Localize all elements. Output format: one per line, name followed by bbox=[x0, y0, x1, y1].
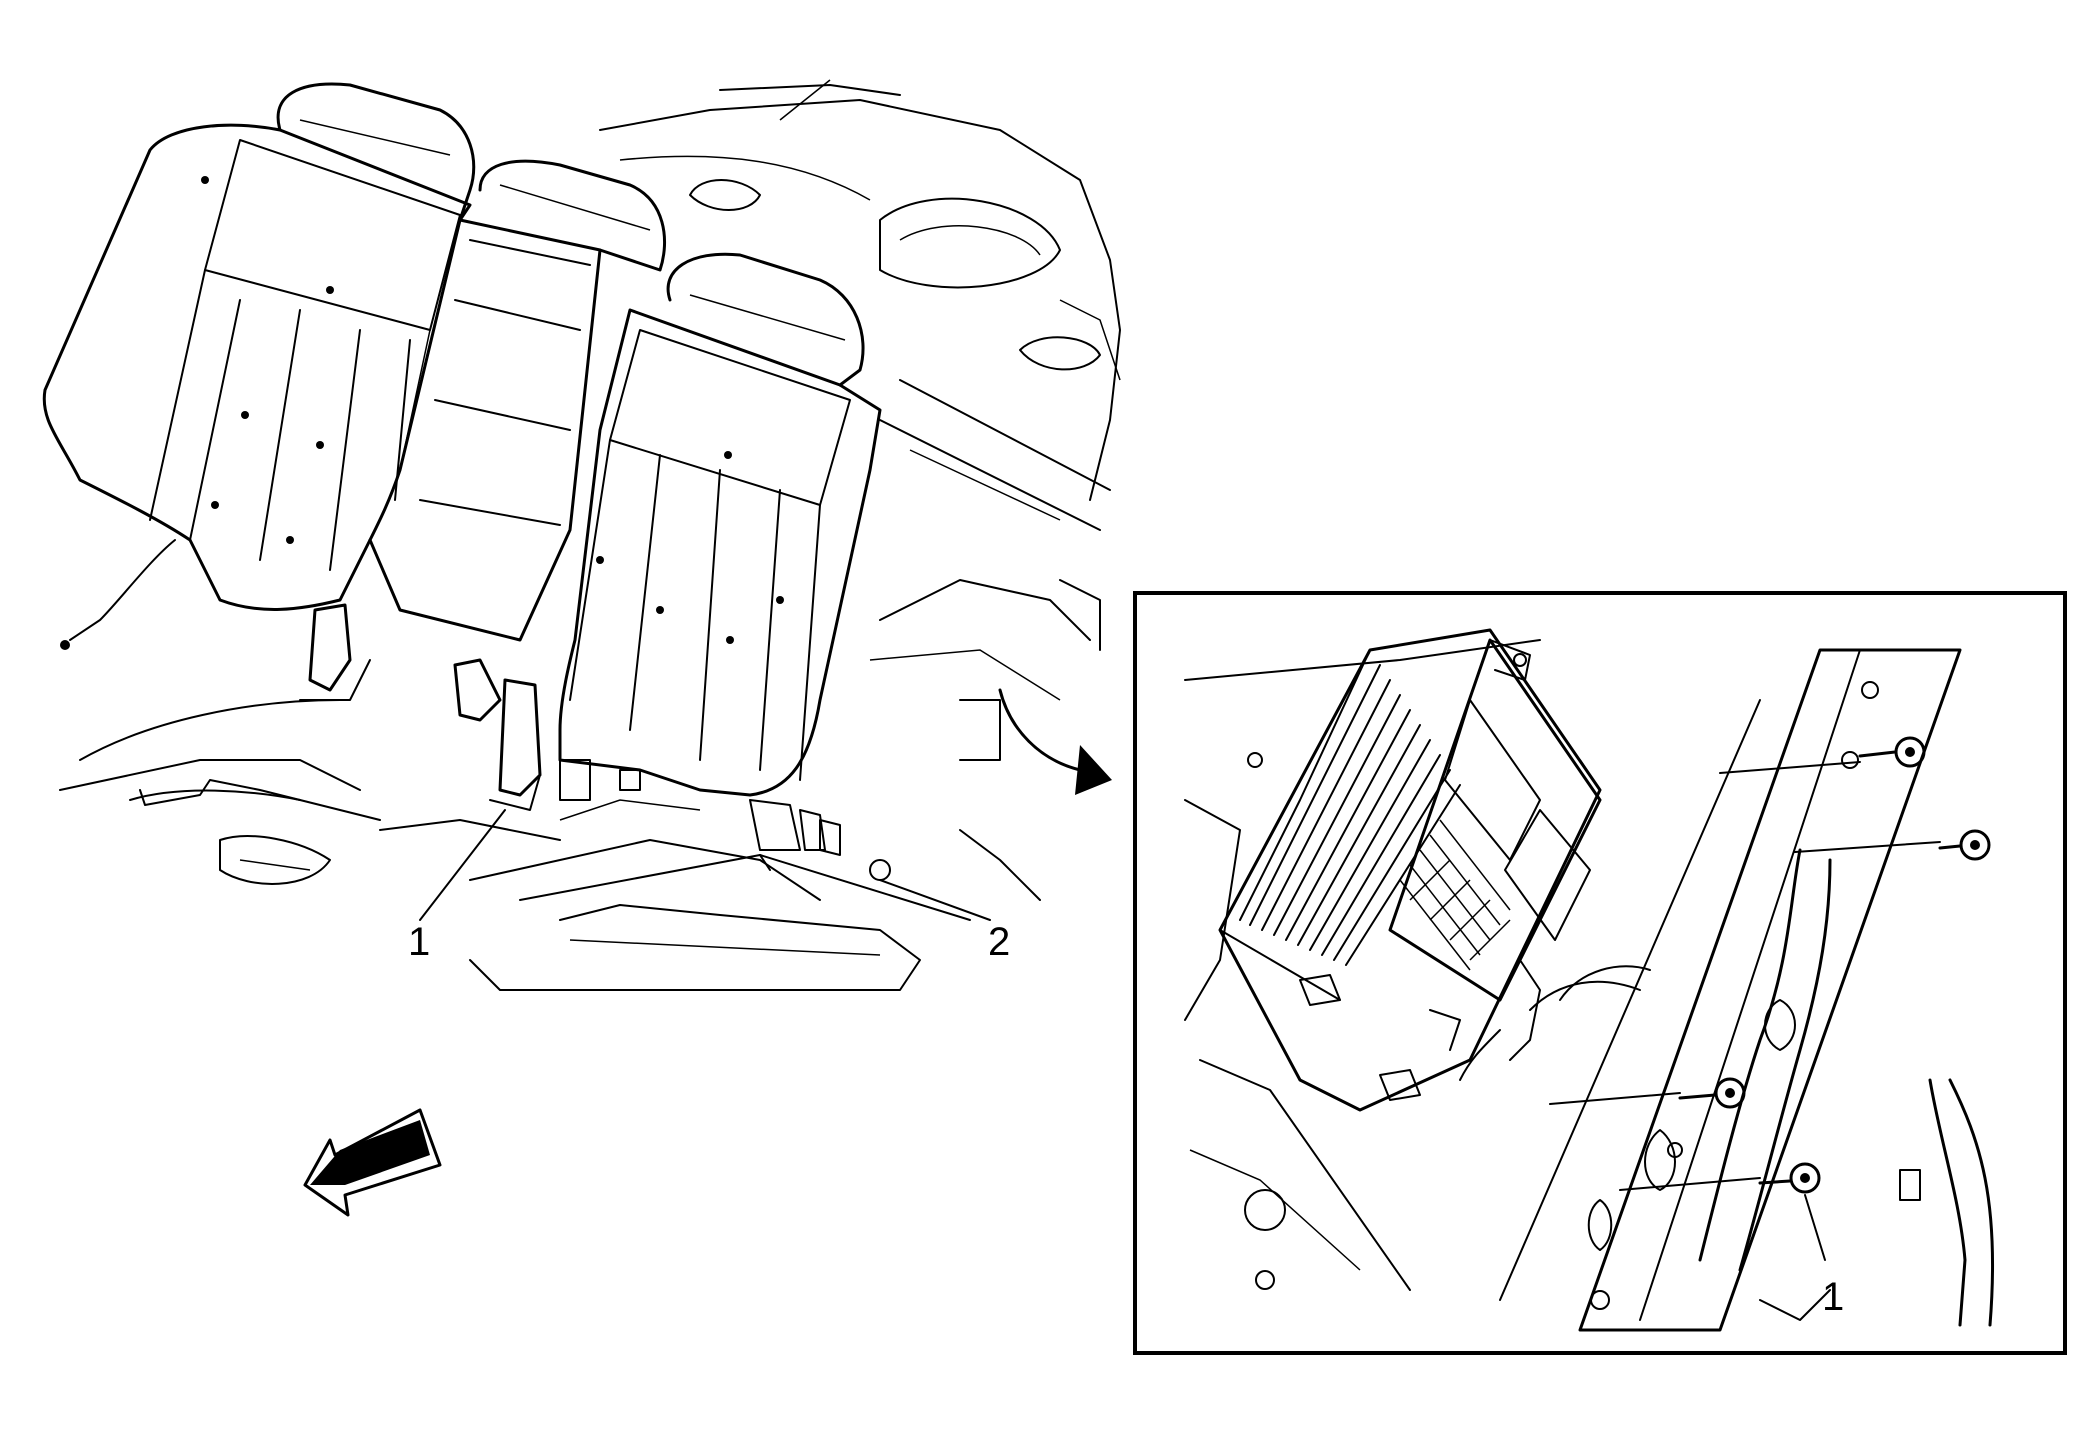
bolt-icon bbox=[1719, 736, 1926, 774]
callout-seat-back-bolts: 2 bbox=[988, 920, 1010, 964]
bolt-icon bbox=[1794, 829, 1991, 861]
vent-grid bbox=[1399, 819, 1511, 971]
radio-amplifier bbox=[1218, 628, 1602, 1112]
bolt-icon bbox=[1619, 1162, 1821, 1194]
rear-seat-view: 1 2 bbox=[42, 79, 1121, 991]
leader-lines-left bbox=[419, 809, 991, 921]
amplifier-bolts bbox=[1549, 736, 1991, 1261]
heat-sink-fins bbox=[1219, 649, 1461, 1001]
left-seat-back bbox=[42, 82, 476, 650]
callout-seat-belt-buckle: 1 bbox=[408, 920, 430, 964]
rear-shelf-outline bbox=[599, 79, 1121, 701]
bolt-icon bbox=[1549, 1077, 1746, 1109]
floor-pan bbox=[59, 699, 1041, 991]
center-pass-through bbox=[368, 159, 667, 642]
seat-belt-buckles bbox=[299, 603, 542, 811]
detail-frame bbox=[1133, 591, 2067, 1355]
right-seat-back bbox=[558, 252, 882, 797]
amplifier-detail-view: 1 bbox=[1133, 591, 2067, 1355]
vehicle-front-arrow-icon bbox=[303, 1108, 442, 1217]
callout-amplifier-bolts: 1 bbox=[1822, 1275, 1844, 1319]
curved-arrow-icon bbox=[998, 688, 1112, 795]
